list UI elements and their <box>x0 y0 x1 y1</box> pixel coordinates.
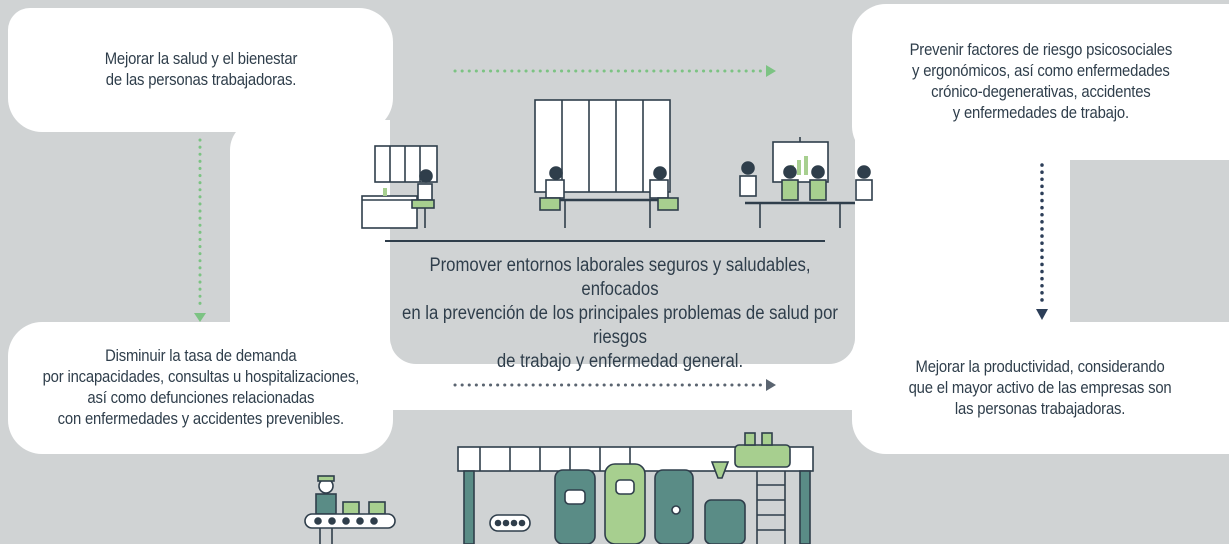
top-band <box>395 0 855 48</box>
presentation-illustration <box>739 137 873 228</box>
goal-reduce-line-4: con enfermedades y accidentes prevenible… <box>57 410 344 428</box>
goal-health-line-2: de las personas trabajadoras. <box>105 71 296 89</box>
center-goal-text: Promover entornos laborales seguros y sa… <box>396 254 845 374</box>
office-desk-illustration <box>361 145 438 229</box>
arrow-down-left-icon <box>194 138 206 322</box>
goal-productivity-line-3: las personas trabajadoras. <box>955 399 1126 418</box>
conveyor-worker-illustration <box>304 475 396 544</box>
goal-box-reduce-demand: Disminuir la tasa de demanda por incapac… <box>8 322 393 454</box>
goal-prevent-line-3: crónico-degenerativas, accidentes <box>930 83 1151 101</box>
center-goal-line-2: en la prevención de los principales prob… <box>402 303 838 348</box>
goal-productivity-text: Mejorar la productividad, considerando q… <box>909 357 1172 420</box>
goal-prevent-line-2: y ergonómicos, así como enfermedades <box>911 62 1170 80</box>
goal-prevent-text: Prevenir factores de riesgo psicosociale… <box>909 40 1172 124</box>
arrow-right-bottom-icon <box>453 379 776 391</box>
meeting-room-illustration <box>534 99 679 228</box>
goal-health-text: Mejorar la salud y el bienestar de las p… <box>104 49 297 91</box>
goal-prevent-line-1: Prevenir factores de riesgo psicosociale… <box>909 41 1172 59</box>
goal-box-productivity: Mejorar la productividad, considerando q… <box>852 322 1229 454</box>
goal-reduce-line-1: Disminuir la tasa de demanda <box>104 347 297 365</box>
goal-reduce-text: Disminuir la tasa de demanda por incapac… <box>42 346 359 430</box>
goal-reduce-line-3: así como defunciones relacionadas <box>87 389 314 407</box>
arrow-down-right-icon <box>1036 163 1048 320</box>
goal-reduce-line-2: por incapacidades, consultas u hospitali… <box>42 368 359 386</box>
goal-health-line-1: Mejorar la salud y el bienestar <box>104 50 297 68</box>
center-divider <box>385 240 825 242</box>
goal-prevent-line-4: y enfermedades de trabajo. <box>952 104 1129 122</box>
factory-plant-illustration <box>457 432 814 544</box>
goal-productivity-line-1: Mejorar la productividad, considerando <box>915 357 1166 376</box>
center-goal-line-1: Promover entornos laborales seguros y sa… <box>429 255 811 300</box>
goal-productivity-line-2: que el mayor activo de las empresas son <box>909 378 1172 397</box>
center-goal-line-3: de trabajo y enfermedad general. <box>496 351 744 372</box>
goal-box-prevent-risks: Prevenir factores de riesgo psicosociale… <box>852 4 1229 160</box>
arrow-right-top-icon <box>453 65 776 77</box>
goal-box-health: Mejorar la salud y el bienestar de las p… <box>8 8 393 132</box>
